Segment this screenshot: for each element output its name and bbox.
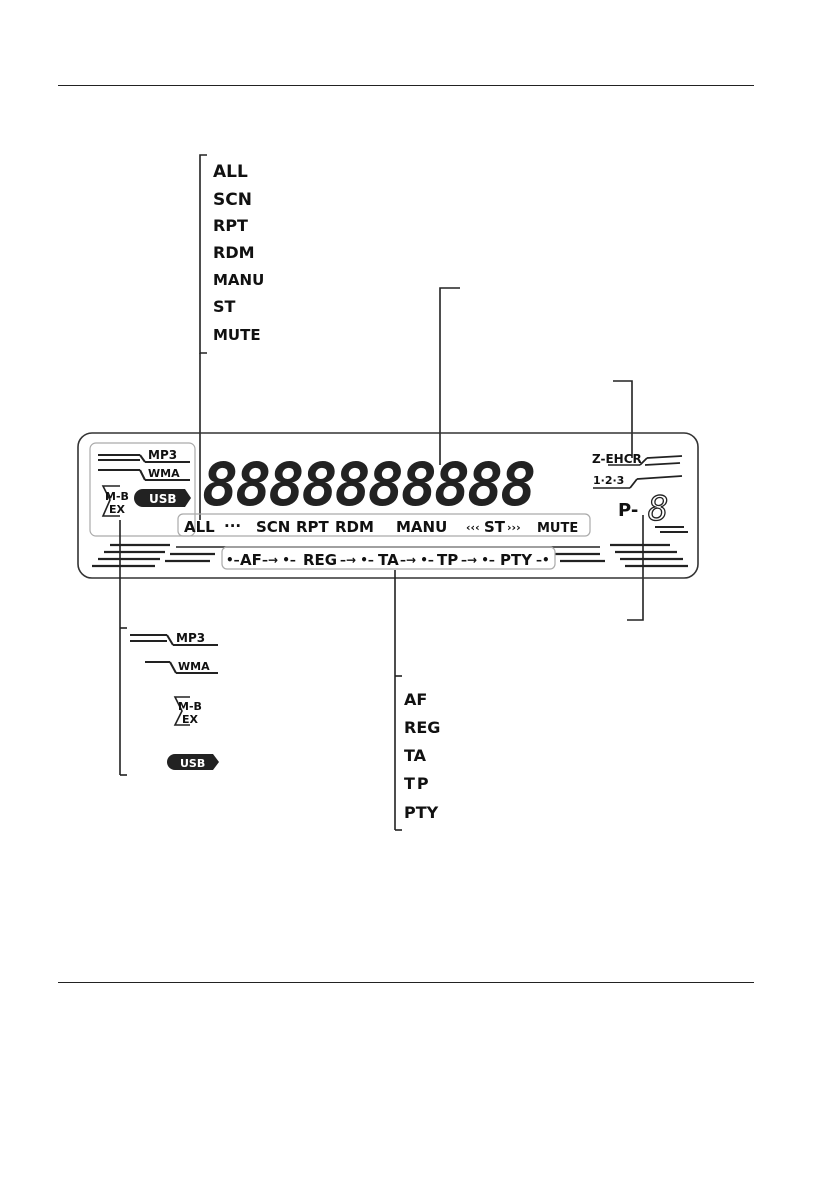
strip-all: ALL [184,518,215,536]
legend-mp3-icon: MP3 [130,631,218,646]
rds-ta: TA [378,551,399,569]
rds-label-ta: TA [404,746,427,765]
legend-mb-text: M-B [178,700,202,713]
strip-manu: MANU [396,518,447,536]
label-manu: MANU [213,271,264,289]
svg-text:–→ •–: –→ •– [340,553,374,567]
strip-mute: MUTE [537,521,578,536]
strip-st: ST [484,518,506,536]
legend-mb-ex-icon: M-B EX [173,696,202,726]
rds-label-tp: TP [404,774,431,793]
label-scn: SCN [213,190,252,210]
rds-labels: AF REG TA TP PTY [404,690,440,822]
svg-text:–→ •–: –→ •– [400,553,434,567]
ex-text: EX [109,503,126,516]
st-left-arrows: ‹‹‹ [466,521,480,534]
svg-text:•–: •– [226,553,240,567]
rds-strip-box [221,546,556,570]
legend-wma-text: WMA [178,660,210,673]
bottom-left-icons: MP3 WMA M-B EX USB [130,631,219,770]
dot-matrix-text: 8888888888 [202,450,534,520]
mp3-text: MP3 [148,448,177,462]
usb-text: USB [149,492,177,506]
rds-reg: REG [303,551,337,569]
bottom-right-bracket [394,570,402,831]
dot-matrix-characters: 8888888888 [202,450,537,520]
label-mute: MUTE [213,326,261,344]
rds-tp: TP [437,551,458,569]
legend-mp3-text: MP3 [176,631,205,645]
rds-pty: PTY [500,551,533,569]
mb-ex-icon: M-B EX [101,485,129,517]
left-icon-group [89,442,196,537]
top-mode-labels: ALL SCN RPT RDM MANU ST MUTE [213,162,264,344]
svg-text:–→ •–: –→ •– [461,553,495,567]
wma-text: WMA [148,467,180,480]
label-st: ST [213,297,236,316]
preset-digit: 8 [648,489,668,529]
usb-icon: USB [134,489,191,507]
zenh-callout [613,380,633,458]
strip-dots: ··· [224,517,241,535]
mb-text: M-B [105,490,129,503]
preset-callout [627,515,644,621]
rds-label-reg: REG [404,718,440,737]
legend-usb-text: USB [180,757,205,770]
legend-usb-icon: USB [167,754,219,770]
preset-prefix-text: P- [618,500,638,521]
preset-indicator: P- 8 [618,488,688,533]
zenh-indicator: Z-EHCR 1·2·3 [592,452,683,489]
st-right-arrows: ››› [507,521,521,534]
lcd-display-panel: MP3 WMA M-B EX USB 8888888888 Z-EHCR [77,432,699,579]
label-rpt: RPT [213,216,248,235]
label-all: ALL [213,162,248,182]
rds-label-af: AF [404,690,427,709]
bottom-rule [58,982,754,983]
svg-text:–→ •–: –→ •– [262,553,296,567]
legend-ex-text: EX [182,713,199,726]
strip-scn: SCN [256,518,290,536]
strip-rdm: RDM [335,518,374,536]
svg-text:–•: –• [536,553,550,567]
rds-af: AF [240,551,262,569]
label-rdm: RDM [213,243,255,262]
rds-label-pty: PTY [404,803,439,822]
strip-rpt: RPT [296,518,330,536]
legend-wma-icon: WMA [145,660,218,674]
mp3-indicator: MP3 [98,448,190,463]
rds-strip: •– AF –→ •– REG –→ •– TA –→ •– TP –→ •– … [226,551,550,569]
zenh-text: Z-EHCR [592,452,642,466]
mode-strip-box [177,513,591,537]
zenh-numbers-text: 1·2·3 [593,474,624,487]
wma-indicator: WMA [98,467,190,481]
bottom-left-bracket [119,520,127,776]
dot-matrix-callout [439,287,460,465]
top-mode-bracket [199,154,207,520]
top-rule [58,85,754,86]
mode-strip: ALL ··· SCN RPT RDM MANU ‹‹‹ ST ››› MUTE [184,517,578,536]
